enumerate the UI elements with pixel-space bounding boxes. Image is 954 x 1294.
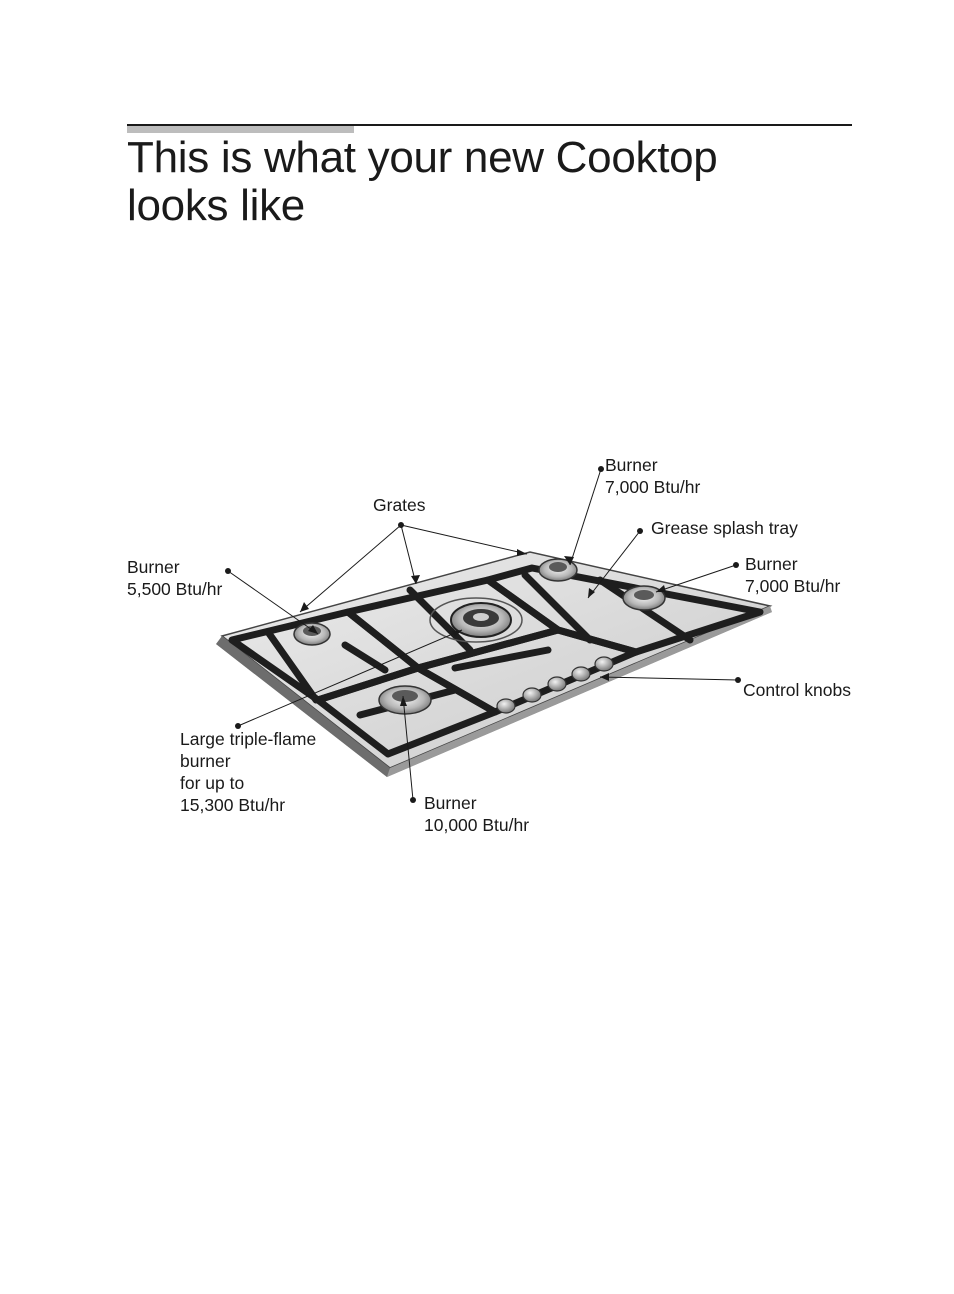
callout-text: Burner [127, 557, 180, 577]
header-rule-accent [127, 126, 354, 133]
callout-text: Grates [373, 495, 426, 515]
callout-text: 7,000 Btu/hr [745, 576, 841, 596]
page-title-line-2: looks like [127, 181, 305, 230]
control-knobs-graphic [496, 656, 614, 714]
page-title: This is what your new Cooktop looks like [127, 134, 847, 230]
callout-text: 7,000 Btu/hr [605, 477, 701, 497]
callout-control-knobs: Control knobs [743, 679, 851, 701]
callout-text: burner [180, 751, 231, 771]
burner-front-graphic [378, 685, 432, 715]
callout-text: 15,300 Btu/hr [180, 795, 286, 815]
callout-text: 10,000 Btu/hr [424, 815, 530, 835]
callout-text: Burner [745, 554, 798, 574]
leader-dots [225, 466, 741, 803]
burner-right-graphic [622, 585, 666, 611]
burner-large-graphic [429, 597, 523, 643]
callout-burner-back-middle: Burner 7,000 Btu/hr [605, 454, 700, 498]
callout-text: for up to [180, 773, 245, 793]
callout-grease-splash-tray: Grease splash tray [651, 517, 798, 539]
page-title-line-1: This is what your new Cooktop [127, 133, 718, 182]
callout-grates: Grates [373, 494, 426, 516]
callout-text: Grease splash tray [651, 518, 798, 538]
header-rule [127, 124, 852, 126]
grates [228, 564, 764, 758]
leader-lines [227, 468, 739, 801]
leader-arrowheads [300, 549, 666, 706]
callout-text: Burner [424, 793, 477, 813]
burner-back-middle-graphic [538, 558, 578, 582]
callout-text: Large triple-flame [180, 729, 317, 749]
callout-burner-front: Burner 10,000 Btu/hr [424, 792, 529, 836]
callout-text: Control knobs [743, 680, 851, 700]
callout-text: Burner [605, 455, 658, 475]
callout-text: 5,500 Btu/hr [127, 579, 223, 599]
callout-burner-left: Burner 5,500 Btu/hr [127, 556, 222, 600]
callout-large-burner: Large triple-flame burner for up to 15,3… [180, 728, 316, 816]
callout-burner-right: Burner 7,000 Btu/hr [745, 553, 840, 597]
